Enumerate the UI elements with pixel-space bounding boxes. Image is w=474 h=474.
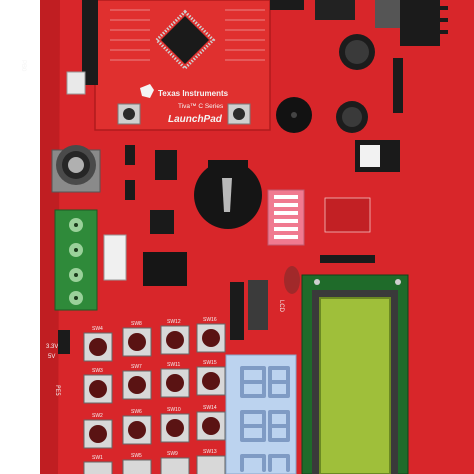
svg-text:SW14: SW14 <box>203 405 217 411</box>
terminal-block <box>54 209 98 311</box>
right-header <box>393 58 403 113</box>
key: SW8 <box>122 321 152 357</box>
svg-text:SW12: SW12 <box>167 319 181 325</box>
product-label: LaunchPad <box>168 114 223 125</box>
series-label: Tiva™ C Series <box>178 103 224 110</box>
jumper <box>58 330 70 354</box>
svg-text:SW8: SW8 <box>131 321 142 327</box>
seg-header <box>230 282 244 340</box>
ti-logo: Texas Instruments Tiva™ C Series LaunchP… <box>140 84 229 125</box>
resistor-array <box>324 197 371 233</box>
voltage-label-2: 5V <box>48 354 55 360</box>
svg-text:SW16: SW16 <box>203 317 217 323</box>
driver-chip <box>143 252 187 286</box>
voltage-label-1: 3.3V <box>46 344 58 350</box>
key: SW9 <box>160 451 190 474</box>
key: SW4 <box>83 326 113 362</box>
svg-text:SW13: SW13 <box>203 449 217 455</box>
key: SW1 <box>83 455 113 474</box>
svg-text:SW11: SW11 <box>167 362 180 368</box>
silkscreen-lines <box>110 9 265 61</box>
svg-text:SW10: SW10 <box>167 407 181 413</box>
key: SW10 <box>160 407 190 443</box>
svg-text:SW7: SW7 <box>131 364 142 370</box>
lcd-label: LCD <box>278 300 284 313</box>
key: SW14 <box>196 405 226 441</box>
ic-small-2 <box>150 210 174 234</box>
seven-segment-display <box>225 354 297 474</box>
white-header <box>103 234 127 281</box>
key: SW15 <box>196 360 226 396</box>
pin-label: PB0 <box>20 60 26 72</box>
key: SW6 <box>122 409 152 445</box>
svg-text:SW2: SW2 <box>92 413 103 419</box>
launchpad-buttons <box>117 103 251 125</box>
keypad: SW4 SW8 SW12 SW16 SW3 SW7 SW11 SW15 SW2 … <box>83 317 226 474</box>
svg-text:SW1: SW1 <box>92 455 103 461</box>
svg-text:SW15: SW15 <box>203 360 217 366</box>
svg-text:SW3: SW3 <box>92 368 103 374</box>
svg-text:SW5: SW5 <box>131 453 142 459</box>
key: SW7 <box>122 364 152 400</box>
pcb-edge <box>40 0 60 474</box>
top-header <box>270 0 304 10</box>
svg-text:SW6: SW6 <box>131 409 142 415</box>
key: SW5 <box>122 453 152 474</box>
lcd-module <box>301 274 409 474</box>
led <box>284 266 300 294</box>
key: SW2 <box>83 413 113 449</box>
ic-small-1 <box>155 150 177 180</box>
svg-text:SW9: SW9 <box>167 451 178 457</box>
mcu-chip <box>154 9 216 71</box>
white-connector <box>66 71 86 95</box>
heatsink <box>400 0 448 46</box>
coin-battery <box>194 160 262 229</box>
svg-text:SW4: SW4 <box>92 326 103 332</box>
pin-label: PE5 <box>54 385 61 396</box>
key: SW11 <box>160 362 190 398</box>
key: SW13 <box>196 449 226 474</box>
header-left <box>82 0 98 85</box>
lcd-header <box>320 255 375 263</box>
capacitors <box>336 34 375 133</box>
regulator <box>315 0 355 20</box>
key: SW16 <box>196 317 226 353</box>
potentiometer <box>51 145 101 193</box>
brand-label: Texas Instruments <box>158 89 229 98</box>
key: SW3 <box>83 368 113 404</box>
key: SW12 <box>160 319 190 355</box>
